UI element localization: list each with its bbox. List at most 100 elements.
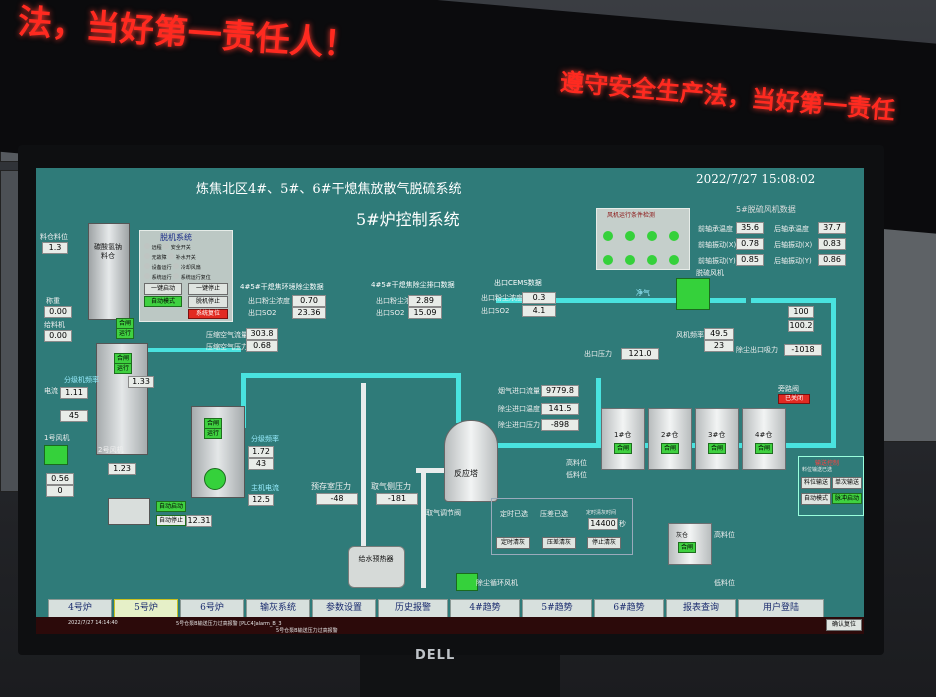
fan1-value-2: 0 xyxy=(46,485,74,497)
desulf-row-label: 安全开关 xyxy=(170,245,191,251)
tab-trend-5[interactable]: 5#趋势 xyxy=(522,599,592,618)
feedwater-preheater xyxy=(348,546,405,588)
dust1-label: 出口粉尘浓度 xyxy=(248,297,290,305)
bin-label: 2#仓 xyxy=(661,431,679,439)
mill-fan-icon xyxy=(204,468,226,490)
tab-furnace-4[interactable]: 4号炉 xyxy=(48,599,112,618)
status-dot xyxy=(163,243,170,249)
check-dot xyxy=(647,255,657,265)
dust2-label: 出口粉尘浓度 xyxy=(376,297,418,305)
conveyor-auto-button[interactable]: 自动模式 xyxy=(801,493,831,505)
so2-2-label: 出口SO2 xyxy=(376,309,405,317)
bin-label: 4#仓 xyxy=(755,431,773,439)
pulse-start-button[interactable]: 脉冲启动 xyxy=(832,493,862,504)
classifier-freq-value: 1.33 xyxy=(128,376,154,388)
status-dot xyxy=(168,253,175,259)
bin-state-badge: 合闸 xyxy=(661,443,679,454)
screw-feeder-value: 12.31 xyxy=(186,515,212,527)
system-title: 炼焦北区4#、5#、6#干熄焦放散气脱硫系统 xyxy=(196,182,462,197)
feeder-run-badge: 运行 xyxy=(116,328,134,339)
check-dot xyxy=(603,231,613,241)
pipe-segment xyxy=(456,373,461,423)
tab-parameters[interactable]: 参数设置 xyxy=(312,599,376,618)
pulse-panel: 定时已选 压差已选 定时清灰时间 14400 秒 定时清灰 压差清灰 停止清灰 xyxy=(491,498,633,555)
desulf-row-label: 远程 xyxy=(151,245,162,251)
check-dot xyxy=(669,255,679,265)
dust-suction-value: -1018 xyxy=(784,344,822,356)
auto-mode-button[interactable]: 自动模式 xyxy=(144,296,182,307)
check-dot xyxy=(625,255,635,265)
system-reset-button[interactable]: 系统复位 xyxy=(188,309,228,319)
bag-bin-4 xyxy=(742,408,786,470)
dust-inlet-temp-label: 除尘进口温度 xyxy=(498,405,540,413)
dust-suction-label: 除尘出口吸力 xyxy=(736,346,778,354)
dust2-value: 2.89 xyxy=(408,295,442,307)
auto-stop-button[interactable]: 自动停止 xyxy=(156,515,186,526)
silo-level-value: 1.3 xyxy=(42,242,68,254)
status-dot xyxy=(144,263,150,269)
desulf-stop-button[interactable]: 脱机停止 xyxy=(188,296,228,308)
tab-ash-system[interactable]: 输灰系统 xyxy=(246,599,310,618)
confirm-reset-button[interactable]: 确认复位 xyxy=(826,619,862,631)
outlet-pressure-value: 121.0 xyxy=(621,348,659,360)
timer-clean-button[interactable]: 定时清灰 xyxy=(496,537,530,549)
one-key-start-button[interactable]: 一键启动 xyxy=(144,283,182,295)
fan-freq-label: 风机频率 xyxy=(676,331,704,339)
status-dot xyxy=(173,273,180,279)
bypass-status-button[interactable]: 已关闭 xyxy=(778,394,810,404)
pipe-segment xyxy=(831,298,836,448)
clean-gas-label: 净气 xyxy=(636,289,650,297)
tab-history-alarm[interactable]: 历史报警 xyxy=(378,599,448,618)
single-convey-button[interactable]: 单次输送 xyxy=(832,477,862,489)
outlet-pressure-label: 出口压力 xyxy=(584,350,612,358)
weight-label: 称重 xyxy=(46,297,60,305)
bypass-label: 旁路阀 xyxy=(778,385,799,393)
so2-1-label: 出口SO2 xyxy=(248,309,277,317)
diff-selected-label: 压差已选 xyxy=(540,510,568,518)
reactor-tower xyxy=(444,420,498,502)
monitor-brand-logo: DELL xyxy=(415,648,456,663)
tab-trend-4[interactable]: 4#趋势 xyxy=(450,599,520,618)
front-vy-value: 0.85 xyxy=(736,254,764,266)
cems-dust-value: 0.3 xyxy=(522,292,556,304)
so2-2-value: 15.09 xyxy=(408,307,442,319)
bag-bin-3 xyxy=(695,408,739,470)
auto-start-button[interactable]: 自动启动 xyxy=(156,501,186,512)
silo-body xyxy=(88,223,130,320)
bin-state-badge: 合闸 xyxy=(755,443,773,454)
level-convey-button[interactable]: 料位输送 xyxy=(801,477,831,489)
pipe-segment xyxy=(496,298,746,303)
alarm-message: 5号仓泵B输送压力过高报警 [PLC4]alarm_B_3 xyxy=(176,621,282,627)
tab-furnace-5[interactable]: 5号炉 xyxy=(114,599,178,618)
tab-report-query[interactable]: 报表查询 xyxy=(666,599,736,618)
alarm-status-bar: 2022/7/27 14:14:40 5号仓泵B输送压力过高报警 [PLC4]a… xyxy=(36,617,864,634)
stop-clean-button[interactable]: 停止清灰 xyxy=(587,537,621,549)
gas-pressure-value: -181 xyxy=(376,493,418,505)
mill-current-value: 12.5 xyxy=(248,494,274,506)
one-key-stop-button[interactable]: 一键停止 xyxy=(188,283,228,295)
alarm-timestamp: 2022/7/27 14:14:40 xyxy=(68,620,118,626)
status-dot xyxy=(144,253,150,259)
ash-bin xyxy=(668,523,712,565)
tab-user-login[interactable]: 用户登陆 xyxy=(738,599,824,618)
classifier-current-value: 1.11 xyxy=(60,387,88,399)
dust2-title: 4#5#干熄焦除尘排口数据 xyxy=(371,281,455,289)
water-pipe xyxy=(361,383,366,553)
tab-trend-6[interactable]: 6#趋势 xyxy=(594,599,664,618)
desulf-row: 远程 安全开关 无故障 补水开关 设备运行 冷却风扇 系统运行 系统运行复位 xyxy=(144,243,211,283)
feeder-label: 给料机 xyxy=(44,321,65,329)
screw-feeder-box xyxy=(108,498,150,525)
desulf-row-label: 无故障 xyxy=(151,255,167,261)
pipe-segment xyxy=(596,378,601,443)
timer-selected-label: 定时已选 xyxy=(500,510,528,518)
diff-clean-button[interactable]: 压差清灰 xyxy=(542,537,576,549)
desulf-fan-icon xyxy=(676,278,710,310)
fan1-value: 0.56 xyxy=(46,473,74,485)
fan1-motor xyxy=(44,445,68,465)
regulator-label: 取气调节阀 xyxy=(426,509,461,517)
tab-furnace-6[interactable]: 6号炉 xyxy=(180,599,244,618)
compressed-flow-label: 压缩空气流量 xyxy=(206,331,248,339)
dust1-title: 4#5#干熄焦环境除尘数据 xyxy=(240,283,324,291)
rear-vx-value: 0.83 xyxy=(818,238,846,250)
front-vy-label: 前轴振动(Y) xyxy=(698,257,736,265)
